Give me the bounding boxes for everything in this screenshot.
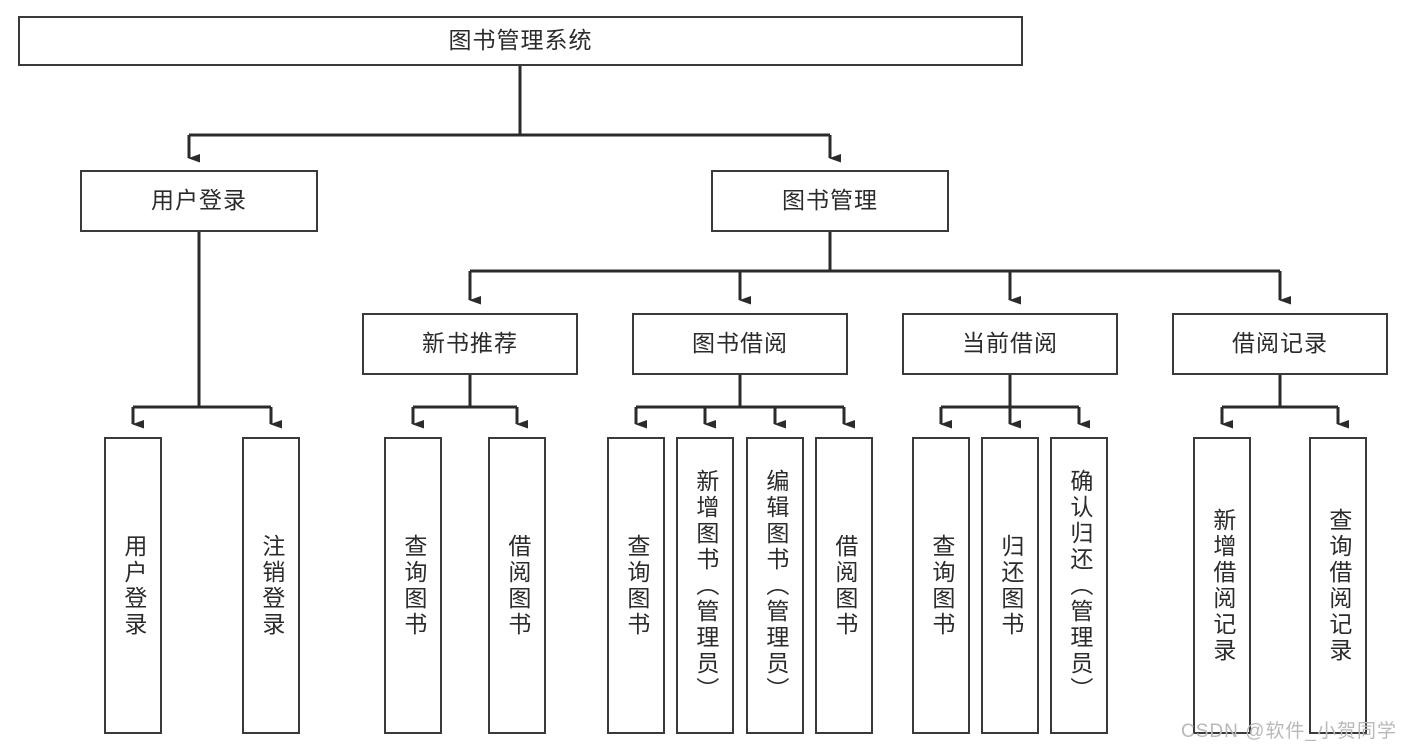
node-book-borrow[interactable]: 图书借阅	[632, 313, 848, 375]
node-label: 用户登录	[120, 533, 147, 638]
leaf-current-borrow-return[interactable]: 归还图书	[981, 437, 1039, 734]
watermark: CSDN @软件_小贺同学	[1181, 721, 1397, 742]
node-current-borrow[interactable]: 当前借阅	[902, 313, 1118, 375]
node-label: 用户登录	[151, 187, 247, 214]
node-label: 新增图书（管理员）	[692, 468, 719, 703]
node-label: 图书管理系统	[448, 27, 593, 54]
node-label: 编辑图书（管理员）	[762, 468, 789, 703]
node-label: 图书管理	[782, 187, 878, 214]
leaf-borrow-record-query[interactable]: 查询借阅记录	[1309, 437, 1367, 734]
node-label: 确认归还（管理员）	[1066, 468, 1093, 703]
node-label: 新增借阅记录	[1209, 507, 1236, 664]
leaf-new-book-borrow[interactable]: 借阅图书	[488, 437, 546, 734]
node-label: 图书借阅	[692, 330, 788, 357]
leaf-user-login-signin[interactable]: 用户登录	[104, 437, 162, 734]
node-label: 新书推荐	[422, 330, 518, 357]
node-label: 归还图书	[997, 533, 1024, 638]
node-new-book-recommend[interactable]: 新书推荐	[362, 313, 578, 375]
node-borrow-record[interactable]: 借阅记录	[1172, 313, 1388, 375]
node-root-book-management-system[interactable]: 图书管理系统	[18, 16, 1023, 66]
leaf-current-borrow-confirm-return[interactable]: 确认归还（管理员）	[1050, 437, 1108, 734]
leaf-book-borrow-edit[interactable]: 编辑图书（管理员）	[746, 437, 804, 734]
node-label: 查询借阅记录	[1325, 507, 1352, 664]
node-label: 查询图书	[623, 533, 650, 638]
leaf-book-borrow-query[interactable]: 查询图书	[607, 437, 665, 734]
node-label: 借阅图书	[831, 533, 858, 638]
leaf-new-book-query[interactable]: 查询图书	[384, 437, 442, 734]
leaf-current-borrow-query[interactable]: 查询图书	[912, 437, 970, 734]
leaf-user-login-signout[interactable]: 注销登录	[242, 437, 300, 734]
node-label: 借阅图书	[504, 533, 531, 638]
leaf-book-borrow-borrow[interactable]: 借阅图书	[815, 437, 873, 734]
leaf-book-borrow-add[interactable]: 新增图书（管理员）	[676, 437, 734, 734]
node-user-login[interactable]: 用户登录	[80, 170, 318, 232]
node-label: 注销登录	[258, 533, 285, 638]
node-label: 当前借阅	[962, 330, 1058, 357]
node-label: 借阅记录	[1232, 330, 1328, 357]
node-book-management[interactable]: 图书管理	[711, 170, 949, 232]
leaf-borrow-record-add[interactable]: 新增借阅记录	[1193, 437, 1251, 734]
node-label: 查询图书	[400, 533, 427, 638]
node-label: 查询图书	[928, 533, 955, 638]
